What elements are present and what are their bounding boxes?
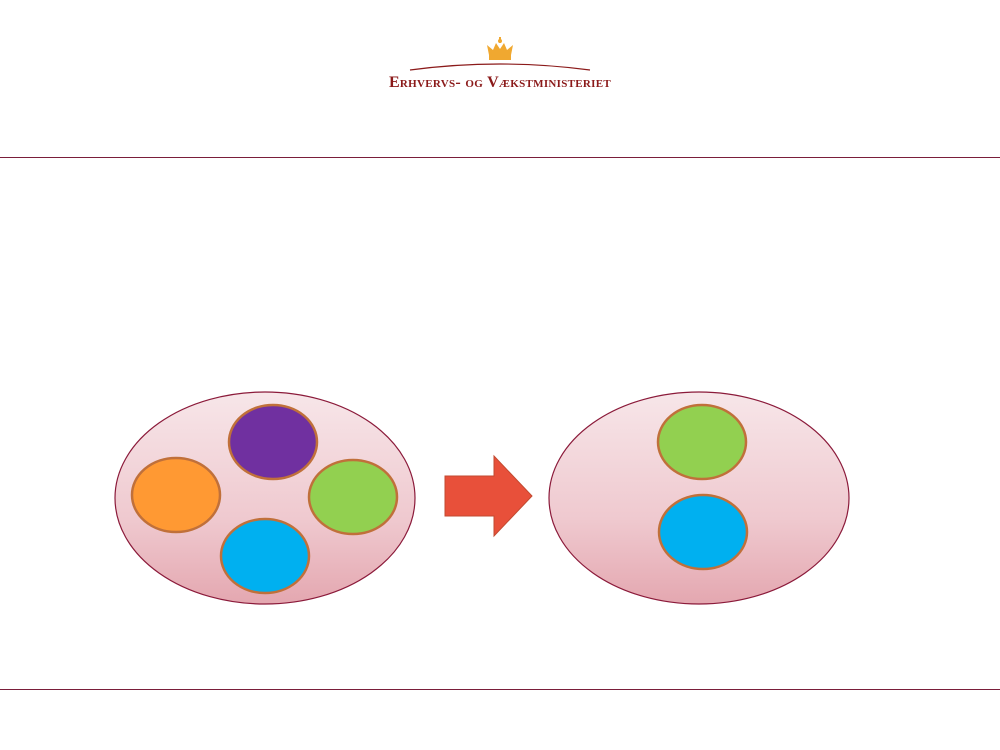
arrow-right-icon — [444, 454, 533, 538]
crown-shape — [487, 37, 513, 60]
bottom-divider — [0, 689, 1000, 690]
circle-purple — [227, 403, 319, 481]
circle-green — [656, 403, 748, 481]
crown-icon — [409, 37, 591, 71]
ministry-name: Erhvervs- og Vækstministeriet — [388, 74, 612, 91]
circle-green — [307, 458, 399, 536]
left-group — [114, 391, 416, 605]
logo-arc — [409, 63, 591, 71]
right-group — [548, 391, 850, 605]
circle-orange — [130, 456, 222, 534]
top-divider — [0, 157, 1000, 158]
circle-blue — [657, 493, 749, 571]
left-group-ellipse — [114, 391, 416, 605]
circle-blue — [219, 517, 311, 595]
ministry-logo: Erhvervs- og Vækstministeriet — [370, 36, 630, 96]
